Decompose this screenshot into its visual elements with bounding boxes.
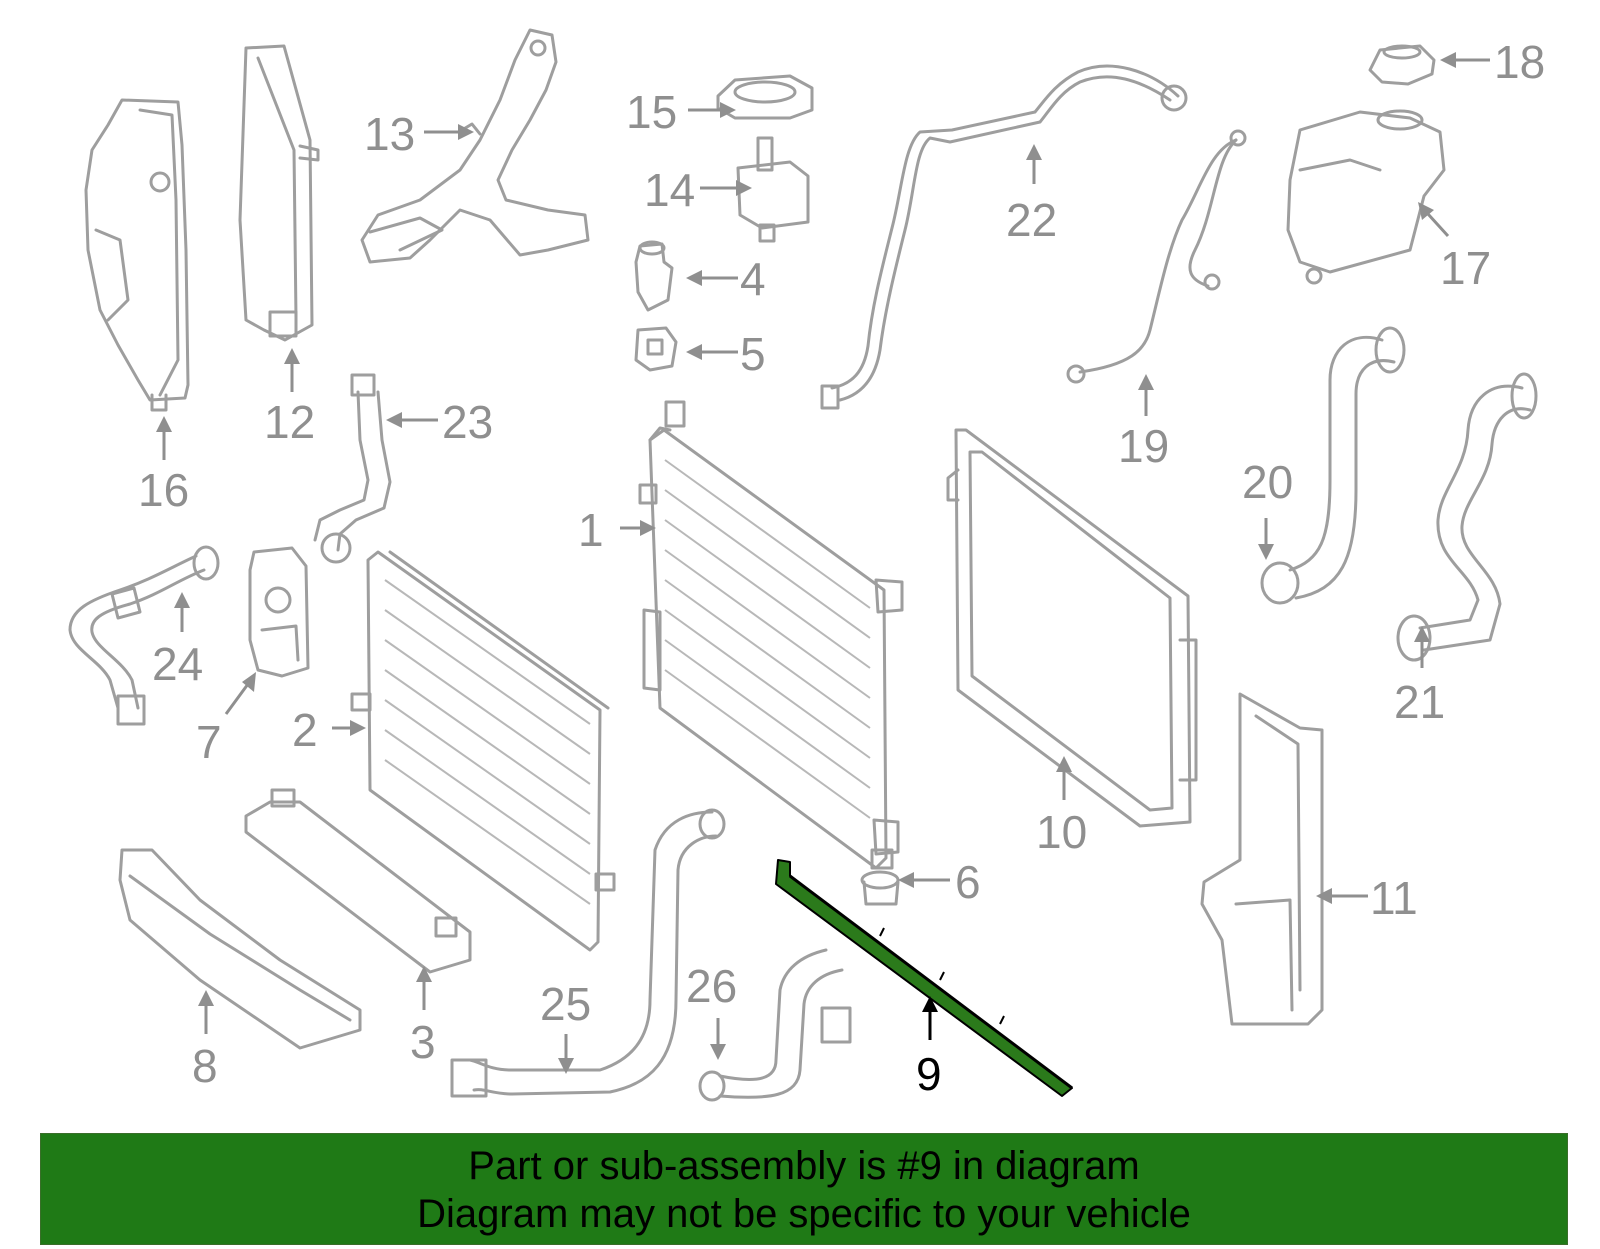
callout-11: 11	[1316, 872, 1418, 924]
part-16-air-duct[interactable]	[84, 98, 190, 412]
callout-2: 2	[292, 704, 366, 756]
banner-line-1: Part or sub-assembly is #9 in diagram	[468, 1144, 1140, 1188]
callout-label: 15	[626, 86, 677, 138]
part-1-radiator[interactable]	[638, 400, 904, 870]
callout-label: 23	[442, 396, 493, 448]
callout-label: 14	[644, 164, 695, 216]
callout-label: 4	[740, 253, 766, 305]
part-10-frame[interactable]	[946, 428, 1198, 828]
part-19-tube[interactable]	[1066, 129, 1247, 384]
part-8-air-guide[interactable]	[118, 848, 362, 1050]
callout-label: 8	[192, 1040, 218, 1092]
part-2-condenser[interactable]	[350, 550, 616, 952]
part-14-valve[interactable]	[736, 136, 810, 243]
part-12-panel[interactable]	[238, 44, 320, 342]
callout-13: 13	[364, 108, 474, 160]
callout-label: 9	[916, 1048, 942, 1100]
banner-line-2: Diagram may not be specific to your vehi…	[417, 1192, 1191, 1236]
part-9-seal-strip[interactable]	[775, 859, 1073, 1097]
part-21-hose[interactable]	[1396, 372, 1538, 662]
callout-15: 15	[626, 86, 736, 138]
callout-label: 11	[1370, 872, 1418, 924]
part-4-clip[interactable]	[634, 240, 674, 312]
part-13-bracket[interactable]	[360, 28, 590, 264]
callout-label: 22	[1006, 194, 1057, 246]
part-7-housing[interactable]	[248, 546, 310, 678]
callout-14: 14	[644, 164, 752, 216]
callout-label: 21	[1394, 676, 1445, 728]
info-banner: Part or sub-assembly is #9 in diagram Di…	[40, 1133, 1568, 1245]
callout-7: 7	[196, 672, 256, 768]
part-11-shroud[interactable]	[1200, 692, 1324, 1026]
callout-label: 24	[152, 638, 203, 690]
callout-18: 18	[1440, 36, 1545, 88]
callout-label: 2	[292, 704, 318, 756]
callout-label: 18	[1494, 36, 1545, 88]
callout-label: 19	[1118, 420, 1169, 472]
callout-1: 1	[578, 504, 656, 556]
callout-9: 9	[916, 996, 942, 1100]
callout-17: 17	[1418, 202, 1491, 294]
part-18-cap[interactable]	[1368, 44, 1436, 86]
callout-26: 26	[686, 960, 737, 1060]
callout-label: 7	[196, 716, 222, 768]
callout-label: 26	[686, 960, 737, 1012]
callout-label: 10	[1036, 806, 1087, 858]
part-6-grommet[interactable]	[860, 870, 900, 906]
part-3-cooler[interactable]	[244, 788, 472, 974]
callout-16: 16	[138, 416, 189, 516]
callout-label: 3	[410, 1016, 436, 1068]
callout-label: 12	[264, 396, 315, 448]
part-15-sensor[interactable]	[716, 74, 814, 120]
callout-10: 10	[1036, 756, 1087, 858]
callout-20: 20	[1242, 456, 1293, 560]
callout-3: 3	[410, 966, 436, 1068]
callout-label: 20	[1242, 456, 1293, 508]
callout-23: 23	[386, 396, 493, 448]
callout-label: 5	[740, 328, 766, 380]
callout-5: 5	[686, 328, 766, 380]
part-25-hose[interactable]	[450, 808, 726, 1098]
callout-4: 4	[686, 253, 766, 305]
callout-12: 12	[264, 348, 315, 448]
callout-label: 13	[364, 108, 415, 160]
part-24-hose[interactable]	[68, 545, 220, 726]
callout-label: 17	[1440, 242, 1491, 294]
callout-22: 22	[1006, 144, 1057, 246]
callout-24: 24	[152, 592, 203, 690]
part-23-hose[interactable]	[313, 373, 392, 564]
part-22-hose[interactable]	[820, 64, 1188, 410]
callout-21: 21	[1394, 626, 1445, 728]
callout-label: 1	[578, 504, 604, 556]
callout-6: 6	[898, 856, 981, 908]
callout-label: 16	[138, 464, 189, 516]
callout-label: 6	[955, 856, 981, 908]
part-5-grommet[interactable]	[634, 326, 678, 372]
callout-label: 25	[540, 978, 591, 1030]
callout-25: 25	[540, 978, 591, 1074]
part-17-expansion-tank[interactable]	[1286, 109, 1446, 285]
part-26-hose[interactable]	[698, 948, 852, 1102]
callout-8: 8	[192, 990, 218, 1092]
part-20-hose[interactable]	[1260, 326, 1406, 605]
callout-19: 19	[1118, 374, 1169, 472]
